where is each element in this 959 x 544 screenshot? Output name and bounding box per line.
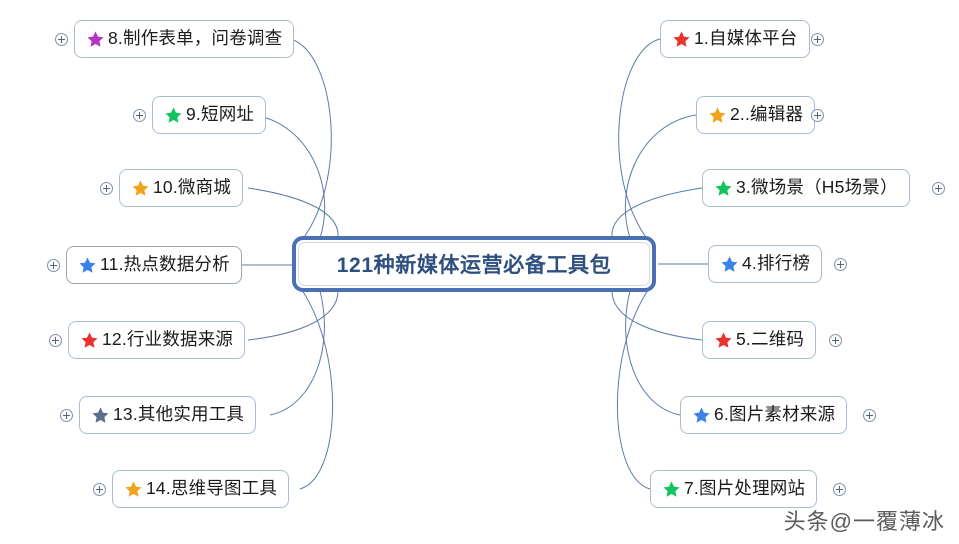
branch-node-label-11: 11.热点数据分析 (100, 254, 230, 275)
star-icon-blue (78, 256, 97, 275)
expand-toggle-3[interactable] (932, 182, 945, 195)
expand-toggle-11[interactable] (47, 259, 60, 272)
watermark-text: 头条@一覆薄冰 (783, 509, 945, 534)
branch-node-5[interactable]: 5.二维码 (702, 321, 817, 359)
star-icon-blue (720, 255, 739, 274)
branch-node-label-12: 12.行业数据来源 (102, 329, 234, 350)
branch-node-label-10: 10.微商城 (153, 177, 232, 198)
star-icon-green (164, 106, 183, 125)
branch-node-label-7: 7.图片处理网站 (684, 478, 806, 499)
branch-node-label-9: 9.短网址 (186, 104, 255, 125)
branch-node-label-6: 6.图片素材来源 (714, 404, 836, 425)
star-icon-blue (692, 406, 711, 425)
star-icon-orange (708, 106, 727, 125)
connector-central-to-5 (611, 290, 703, 341)
branch-node-label-1: 1.自媒体平台 (694, 28, 798, 49)
branch-node-label-14: 14.思维导图工具 (146, 478, 278, 499)
branch-node-label-4: 4.排行榜 (742, 253, 811, 274)
central-topic-node[interactable]: 121种新媒体运营必备工具包 (292, 236, 656, 292)
expand-toggle-14[interactable] (93, 483, 106, 496)
expand-toggle-13[interactable] (60, 409, 73, 422)
branch-node-11[interactable]: 11.热点数据分析 (66, 246, 242, 284)
connector-central-to-7 (617, 289, 651, 490)
branch-node-3[interactable]: 3.微场景（H5场景） (702, 169, 910, 207)
branch-node-12[interactable]: 12.行业数据来源 (68, 321, 246, 359)
star-icon-red (714, 331, 733, 350)
branch-node-9[interactable]: 9.短网址 (152, 96, 267, 134)
star-icon-orange (131, 179, 150, 198)
branch-node-8[interactable]: 8.制作表单，问卷调查 (74, 20, 295, 58)
branch-node-label-3: 3.微场景（H5场景） (736, 177, 898, 198)
expand-toggle-10[interactable] (100, 182, 113, 195)
expand-toggle-12[interactable] (49, 334, 62, 347)
branch-node-label-5: 5.二维码 (736, 329, 805, 350)
expand-toggle-4[interactable] (834, 258, 847, 271)
connector-central-to-12 (247, 290, 339, 341)
connector-central-to-1 (618, 38, 661, 241)
connector-central-to-8 (289, 38, 332, 241)
branch-node-label-2: 2..编辑器 (730, 104, 804, 125)
expand-toggle-6[interactable] (863, 409, 876, 422)
branch-node-10[interactable]: 10.微商城 (119, 169, 244, 207)
expand-toggle-8[interactable] (55, 33, 68, 46)
star-icon-red (80, 331, 99, 350)
expand-toggle-1[interactable] (811, 33, 824, 46)
branch-node-6[interactable]: 6.图片素材来源 (680, 396, 848, 434)
branch-node-label-13: 13.其他实用工具 (113, 404, 245, 425)
connector-central-to-9 (253, 114, 326, 239)
branch-node-7[interactable]: 7.图片处理网站 (650, 470, 818, 508)
branch-node-2[interactable]: 2..编辑器 (696, 96, 816, 134)
expand-toggle-5[interactable] (829, 334, 842, 347)
connector-central-to-6 (625, 290, 681, 416)
connector-central-to-10 (247, 187, 339, 238)
branch-node-13[interactable]: 13.其他实用工具 (79, 396, 257, 434)
connector-central-to-14 (299, 289, 333, 490)
branch-node-label-8: 8.制作表单，问卷调查 (108, 28, 283, 49)
star-icon-red (672, 30, 691, 49)
star-icon-purple (86, 30, 105, 49)
star-icon-green (714, 179, 733, 198)
central-topic-inner: 121种新媒体运营必备工具包 (298, 242, 650, 286)
star-icon-orange (124, 480, 143, 499)
connector-central-to-3 (611, 187, 703, 238)
connector-central-to-2 (624, 114, 697, 239)
expand-toggle-9[interactable] (133, 109, 146, 122)
central-topic-label: 121种新媒体运营必备工具包 (336, 254, 612, 277)
expand-toggle-7[interactable] (833, 483, 846, 496)
connector-central-to-13 (269, 290, 325, 416)
branch-node-14[interactable]: 14.思维导图工具 (112, 470, 290, 508)
branch-node-4[interactable]: 4.排行榜 (708, 245, 823, 283)
star-icon-slate (91, 406, 110, 425)
star-icon-green (662, 480, 681, 499)
branch-node-1[interactable]: 1.自媒体平台 (660, 20, 810, 58)
expand-toggle-2[interactable] (811, 109, 824, 122)
